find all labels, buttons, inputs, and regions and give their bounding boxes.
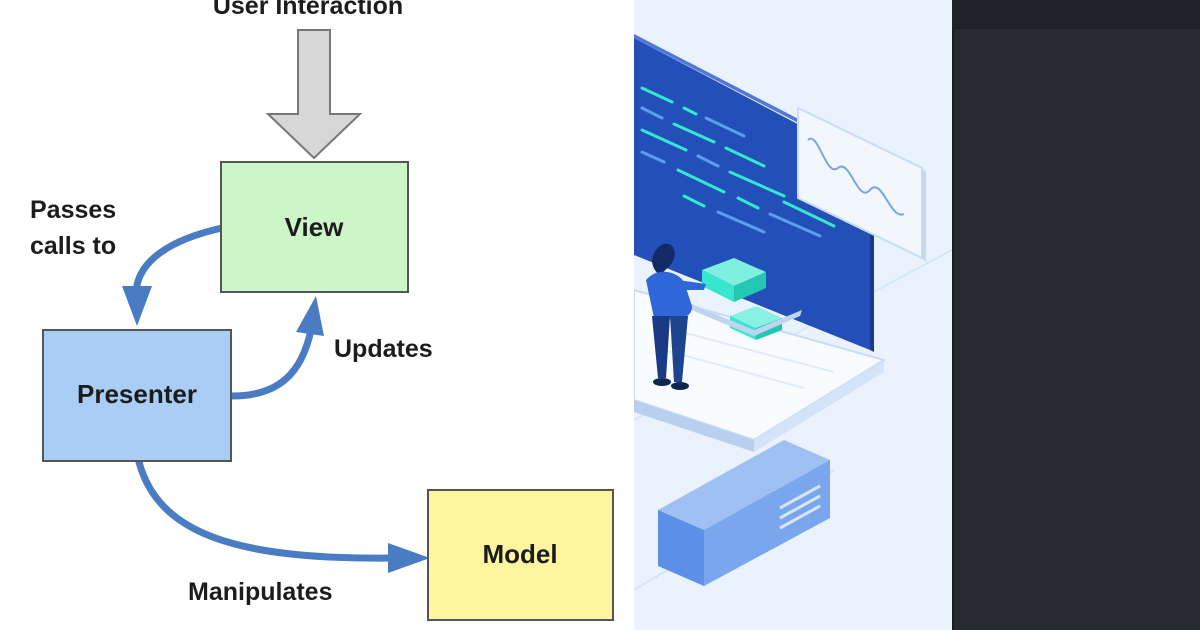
laptop-illustration [634,34,952,591]
server-tower-icon [658,440,830,586]
wave-chart-card [797,106,926,262]
model-node [427,489,614,621]
updates-arrow [228,326,315,400]
illustration-panel [634,0,952,630]
manipulates-arrowhead [388,543,430,573]
manipulates-arrow [135,458,396,562]
mvp-diagram-panel: User Interaction View Presenter Model Pa… [30,0,614,621]
updates-label: Updates [334,335,433,363]
model-node-label: Model [482,539,557,569]
mvp-diagram: User Interaction View Presenter Model Pa… [30,0,614,621]
user-interaction-arrow [265,29,363,160]
user-interaction-label: User Interaction [213,0,403,20]
presenter-node [42,329,232,462]
presenter-node-label: Presenter [77,379,197,409]
code-lines-icon [640,86,836,238]
person-figure [646,243,706,390]
passes-calls-arrowhead [122,286,152,326]
passes-calls-arrow [132,224,226,296]
view-node-label: View [285,212,345,242]
view-node [220,161,409,293]
updates-arrowhead [296,296,324,336]
manipulates-label: Manipulates [188,578,332,606]
laptop-screen [634,38,870,350]
dark-panel-topbar [952,0,1200,29]
passes-calls-label-line2: calls to [30,232,116,260]
dark-panel [952,0,1200,630]
passes-calls-label-line1: Passes [30,196,116,224]
data-cube-icon [682,258,802,340]
panel-divider [952,0,954,630]
